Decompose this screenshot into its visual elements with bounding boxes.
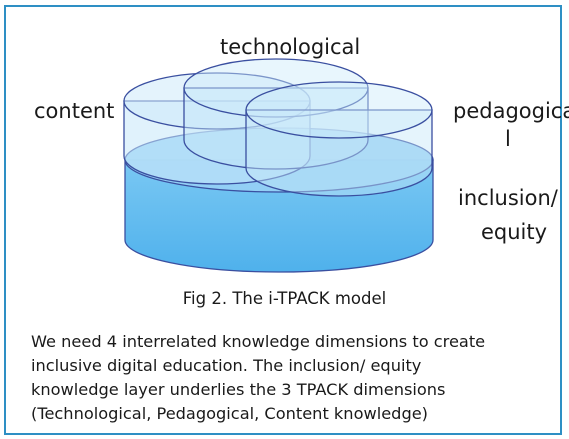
description-line: knowledge layer underlies the 3 TPACK di…	[31, 380, 446, 399]
description-line: (Technological, Pedagogical, Content kno…	[31, 404, 428, 423]
description-line: We need 4 interrelated knowledge dimensi…	[31, 332, 486, 351]
figure-caption: Fig 2. The i-TPACK model	[182, 289, 387, 308]
pedagogical-label-continued: l	[505, 127, 511, 151]
technological-label: technological	[220, 35, 361, 59]
content-label: content	[34, 99, 115, 123]
content-cylinder	[123, 72, 311, 185]
pedagogical-label: pedagogica	[453, 99, 569, 123]
description-text: We need 4 interrelated knowledge dimensi…	[31, 330, 566, 426]
equity-label: equity	[481, 220, 548, 244]
inclusion-label: inclusion/	[458, 186, 558, 210]
description-line: inclusive digital education. The inclusi…	[31, 356, 422, 375]
pedagogical-cylinder	[245, 81, 433, 197]
technological-cylinder	[183, 58, 369, 170]
